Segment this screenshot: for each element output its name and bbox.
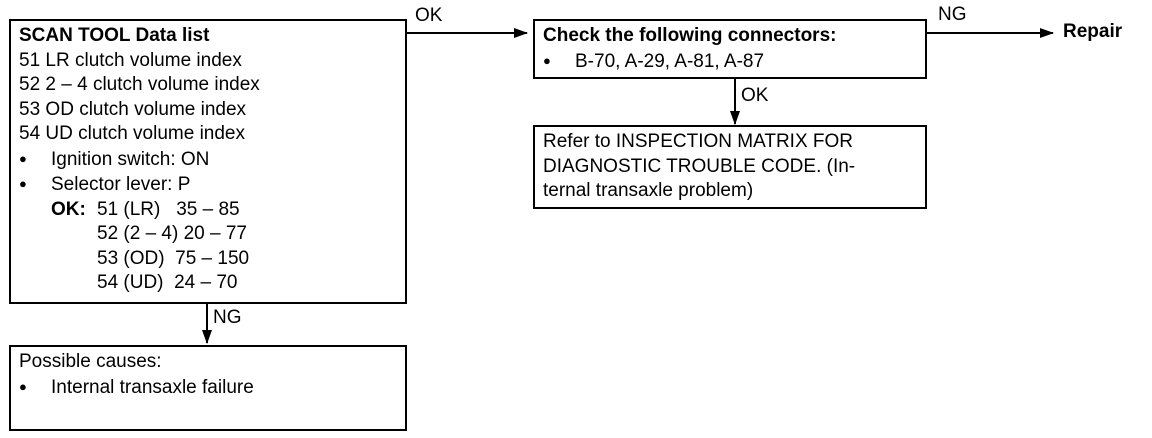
causes-item: Internal transaxle failure — [19, 375, 397, 401]
connectors-list: B-70, A-29, A-81, A-87 — [543, 49, 917, 75]
inspection-matrix-box: Refer to INSPECTION MATRIX FOR DIAGNOSTI… — [533, 125, 927, 209]
scan-item-53: 53 OD clutch volume index — [19, 98, 247, 120]
ok-value-54: 54 (UD) 24 – 70 — [97, 272, 238, 293]
label-ng-right: NG — [938, 4, 967, 25]
matrix-line-2: DIAGNOSTIC TROUBLE CODE. (In- — [543, 155, 856, 177]
ok-value-51: 51 (LR) 35 – 85 — [97, 198, 240, 220]
condition-selector: Selector lever: P — [19, 172, 397, 198]
matrix-line-1: Refer to INSPECTION MATRIX FOR — [543, 131, 854, 152]
label-repair: Repair — [1063, 21, 1123, 42]
connectors-title: Check the following connectors: — [543, 25, 837, 46]
scan-tool-box: SCAN TOOL Data list 51 LR clutch volume … — [9, 19, 407, 304]
label-ng-down: NG — [213, 307, 242, 328]
connectors-box: Check the following connectors: B-70, A-… — [533, 19, 927, 79]
scan-item-51: 51 LR clutch volume index — [19, 49, 242, 71]
scan-tool-title: SCAN TOOL Data list — [19, 25, 210, 46]
condition-ignition: Ignition switch: ON — [19, 147, 397, 173]
scan-item-54: 54 UD clutch volume index — [19, 123, 245, 144]
possible-causes-box: Possible causes: Internal transaxle fail… — [9, 345, 407, 431]
scan-item-52: 52 2 – 4 clutch volume index — [19, 74, 260, 95]
ok-value-52: 52 (2 – 4) 20 – 77 — [97, 223, 247, 244]
matrix-line-3: ternal transaxle problem) — [543, 180, 754, 201]
causes-title: Possible causes: — [19, 351, 162, 372]
label-ok-down: OK — [741, 85, 769, 106]
ok-row-1: OK: 51 (LR) 35 – 85 — [19, 198, 397, 223]
ok-label: OK: — [51, 198, 86, 220]
ok-value-53: 53 (OD) 75 – 150 — [97, 247, 250, 269]
label-ok-right: OK — [415, 5, 443, 26]
